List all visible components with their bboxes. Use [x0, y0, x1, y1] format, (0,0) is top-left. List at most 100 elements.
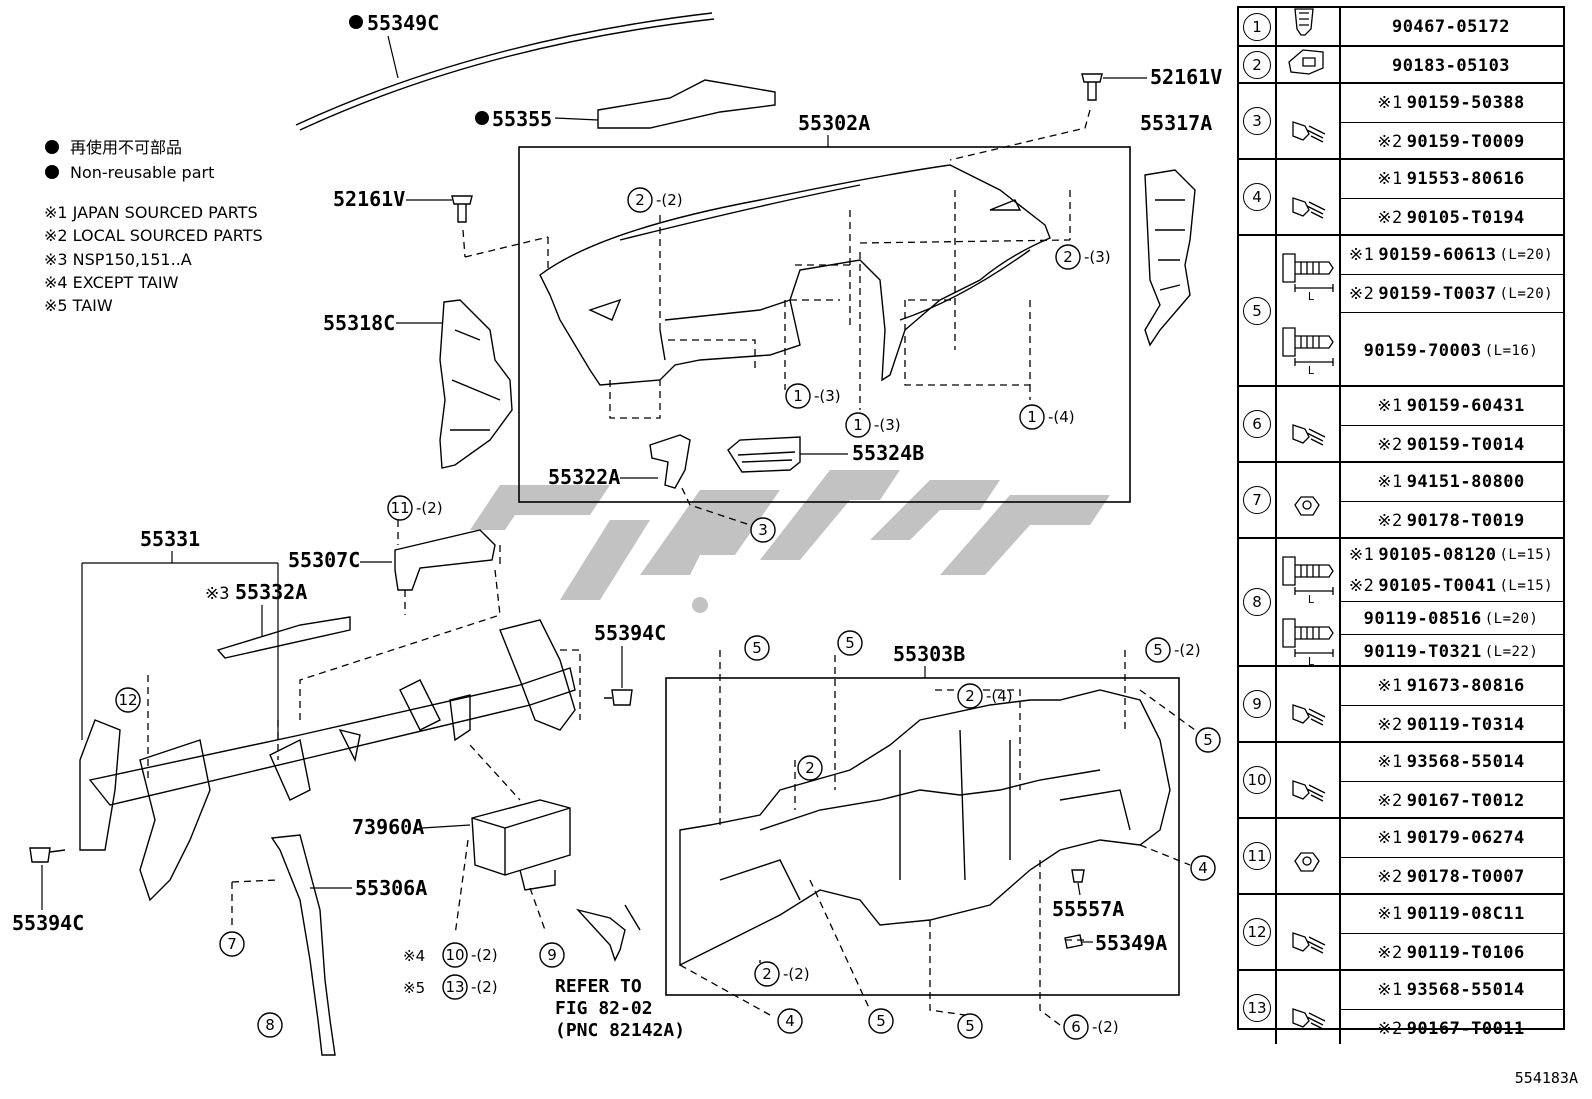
label-52161V-top: 52161V [1150, 65, 1222, 89]
part-length: (L=15) [1499, 546, 1554, 563]
part-number: 90105-T0041 [1378, 575, 1497, 596]
callout-suffix: -(2) [1092, 1018, 1119, 1036]
source-mark: ※1 [1377, 828, 1403, 848]
fastener-index: 2 [1239, 47, 1277, 82]
callout-number: 1 [793, 387, 803, 405]
label-55322A: 55322A [548, 465, 620, 489]
fastener-index-number: 11 [1243, 842, 1271, 870]
callout-circle [219, 931, 245, 957]
callout-circle [387, 495, 413, 521]
label-55331: 55331 [140, 527, 200, 551]
fastener-index-number: 6 [1243, 410, 1271, 438]
source-mark: ※2 [1377, 132, 1403, 152]
source-mark: ※2 [1377, 1018, 1403, 1039]
fastener-index-number: 7 [1243, 486, 1271, 514]
label-55303B: 55303B [893, 642, 965, 666]
figure-id: 554183A [1514, 1069, 1578, 1087]
callout-circle [750, 517, 776, 543]
legend-note-1: ※1 JAPAN SOURCED PARTS [44, 203, 258, 222]
callout-circle [777, 1008, 803, 1034]
non-reusable-bullet-icon [45, 165, 59, 179]
part-number: 90159-T0009 [1406, 132, 1525, 152]
fastener-part-number: 90159-70003(L=16) [1339, 312, 1563, 388]
nut-clip-icon [1275, 47, 1341, 82]
callout-number: 2 [635, 191, 645, 209]
fastener-row-2: 2 90183-05103 [1239, 45, 1563, 82]
source-mark: ※1 [1377, 396, 1403, 416]
part-number: 90159-T0037 [1378, 284, 1497, 304]
fastener-index: 3 [1239, 84, 1277, 158]
non-reusable-bullet-icon [45, 140, 59, 154]
callout-5: 5-(2) [1145, 637, 1201, 663]
fastener-index: 11 [1239, 819, 1277, 893]
part-number: 90119-08C11 [1406, 904, 1525, 924]
callout-3: 3 [750, 517, 776, 543]
fastener-index-number: 1 [1243, 12, 1271, 41]
source-mark: ※1 [1377, 93, 1403, 113]
callout-number: 3 [758, 521, 768, 539]
part-number: 90167-T0012 [1406, 791, 1525, 811]
callout-2: 2-(2) [627, 187, 683, 213]
fastener-index-number: 9 [1243, 690, 1271, 718]
label-55557A: 55557A [1052, 897, 1124, 921]
screw-icon [1275, 387, 1341, 461]
callout-5: 5 [1195, 727, 1221, 753]
callout-1: 1-(4) [1019, 404, 1075, 430]
screw-icon [1275, 743, 1341, 817]
callout-2: 2-(3) [1055, 244, 1111, 270]
label-55332A: 55332A [235, 580, 307, 604]
label-52161V-left: 52161V [333, 187, 405, 211]
callout-circle [257, 1012, 283, 1038]
source-mark: ※1 [1348, 245, 1375, 265]
part-52161V-clip-left [451, 195, 473, 223]
part-55557A [1071, 869, 1085, 883]
part-55349A [1064, 934, 1083, 949]
callout-number: 5 [752, 639, 762, 657]
part-73960A [471, 799, 571, 876]
fastener-index: 13 [1239, 971, 1277, 1044]
callout-number: 2 [965, 687, 975, 705]
callout-circle [539, 942, 565, 968]
callout-9: 9 [539, 942, 565, 968]
label-55318C: 55318C [323, 311, 395, 335]
fastener-part-number: 90183-05103 [1339, 47, 1563, 84]
label-55317A: 55317A [1140, 111, 1212, 135]
mark-5: ※5 [403, 979, 425, 997]
legend-note-4: ※4 EXCEPT TAIW [44, 273, 179, 292]
fastener-index: 5 [1239, 236, 1277, 385]
label-55324B: 55324B [852, 441, 924, 465]
callout-number: 5 [965, 1017, 975, 1035]
part-number: 93568-55014 [1406, 980, 1525, 1000]
fastener-index-number: 4 [1243, 183, 1271, 211]
callout-number: 12 [118, 691, 137, 709]
callout-12: 12 [115, 687, 141, 713]
callout-suffix: -(3) [874, 416, 901, 434]
mark-55332A: ※3 [205, 584, 229, 604]
fastener-index-number: 8 [1243, 588, 1271, 616]
watermark-logo [470, 470, 1110, 613]
callout-circle [115, 687, 141, 713]
legend-note-3: ※3 NSP150,151..A [44, 250, 192, 269]
part-55306A [270, 834, 336, 1056]
callout-2: 2-(4) [957, 683, 1013, 709]
part-52161V-clip [1081, 73, 1103, 101]
callout-suffix: -(2) [783, 965, 810, 983]
part-number: 90159-70003 [1363, 340, 1482, 361]
label-55307C: 55307C [288, 548, 360, 572]
part-55318C [439, 299, 513, 469]
callout-circle [837, 630, 863, 656]
label-55349A: 55349A [1095, 931, 1167, 955]
callout-2: 2 [797, 755, 823, 781]
fastener-index-number: 12 [1243, 918, 1271, 946]
screw-icon [1275, 84, 1341, 158]
callout-5: 5 [868, 1008, 894, 1034]
